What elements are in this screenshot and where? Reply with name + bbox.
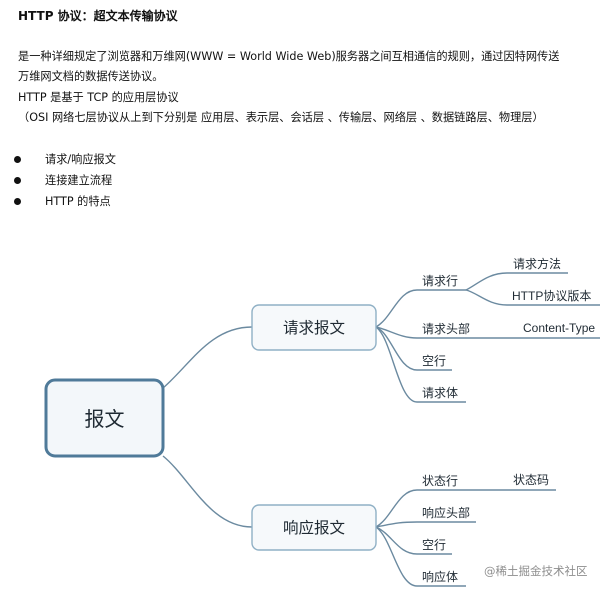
request-node	[251, 304, 377, 351]
connector-request-line	[375, 289, 418, 328]
bullet-dot-icon	[14, 198, 21, 205]
request-version-label: HTTP协议版本	[512, 288, 591, 303]
bullet-item-connection: 连接建立流程	[14, 170, 116, 191]
connector-response-blank	[375, 526, 418, 555]
request-node-label: 请求报文	[283, 319, 345, 337]
connector-response-body	[375, 526, 418, 587]
root-label: 报文	[85, 408, 125, 431]
response-node	[251, 504, 377, 551]
response-blank-label: 空行	[422, 538, 446, 552]
bullet-label: 连接建立流程	[45, 174, 113, 187]
bullet-dot-icon	[14, 156, 21, 163]
request-body-label: 请求体	[422, 386, 458, 400]
intro-line-3: HTTP 是基于 TCP 的应用层协议	[18, 91, 179, 104]
connector-version	[465, 289, 508, 306]
root-node	[44, 378, 165, 458]
status-code-label: 状态码	[513, 473, 549, 487]
intro-line-2: 万维网文档的数据传送协议。	[18, 70, 164, 83]
request-header-label: 请求头部	[422, 321, 470, 336]
connector-method	[465, 272, 508, 291]
request-method-label: 请求方法	[513, 256, 561, 271]
watermark: @稀土掘金技术社区	[484, 564, 588, 578]
bullet-item-request-response: 请求/响应报文	[14, 149, 116, 170]
connector-root-response	[162, 455, 253, 528]
connector-request-blank	[375, 326, 418, 371]
bullet-label: 请求/响应报文	[45, 153, 116, 166]
connector-response-header	[375, 521, 418, 528]
bullet-dot-icon	[14, 177, 21, 184]
connector-response-line	[375, 489, 418, 528]
connector-request-body	[375, 326, 418, 403]
intro-line-4: （OSI 网络七层协议从上到下分别是 应用层、表示层、会话层 、传输层、网络层 …	[18, 111, 544, 124]
request-blank-label: 空行	[422, 354, 446, 368]
connector-request-header	[375, 326, 418, 339]
response-body-label: 响应体	[422, 569, 458, 584]
response-node-label: 响应报文	[283, 518, 345, 537]
response-header-label: 响应头部	[422, 505, 470, 520]
bullet-label: HTTP 的特点	[45, 195, 111, 208]
intro-line-1: 是一种详细规定了浏览器和万维网(WWW = World Wide Web)服务器…	[18, 50, 560, 63]
connector-root-request	[162, 326, 253, 389]
page-title: HTTP 协议：超文本传输协议	[18, 9, 178, 23]
content-type-label: Content-Type	[523, 321, 595, 335]
response-line-label: 状态行	[422, 474, 458, 488]
bullet-item-features: HTTP 的特点	[14, 191, 116, 212]
bullet-list: 请求/响应报文 连接建立流程 HTTP 的特点	[14, 149, 116, 212]
request-line-label: 请求行	[422, 274, 458, 288]
